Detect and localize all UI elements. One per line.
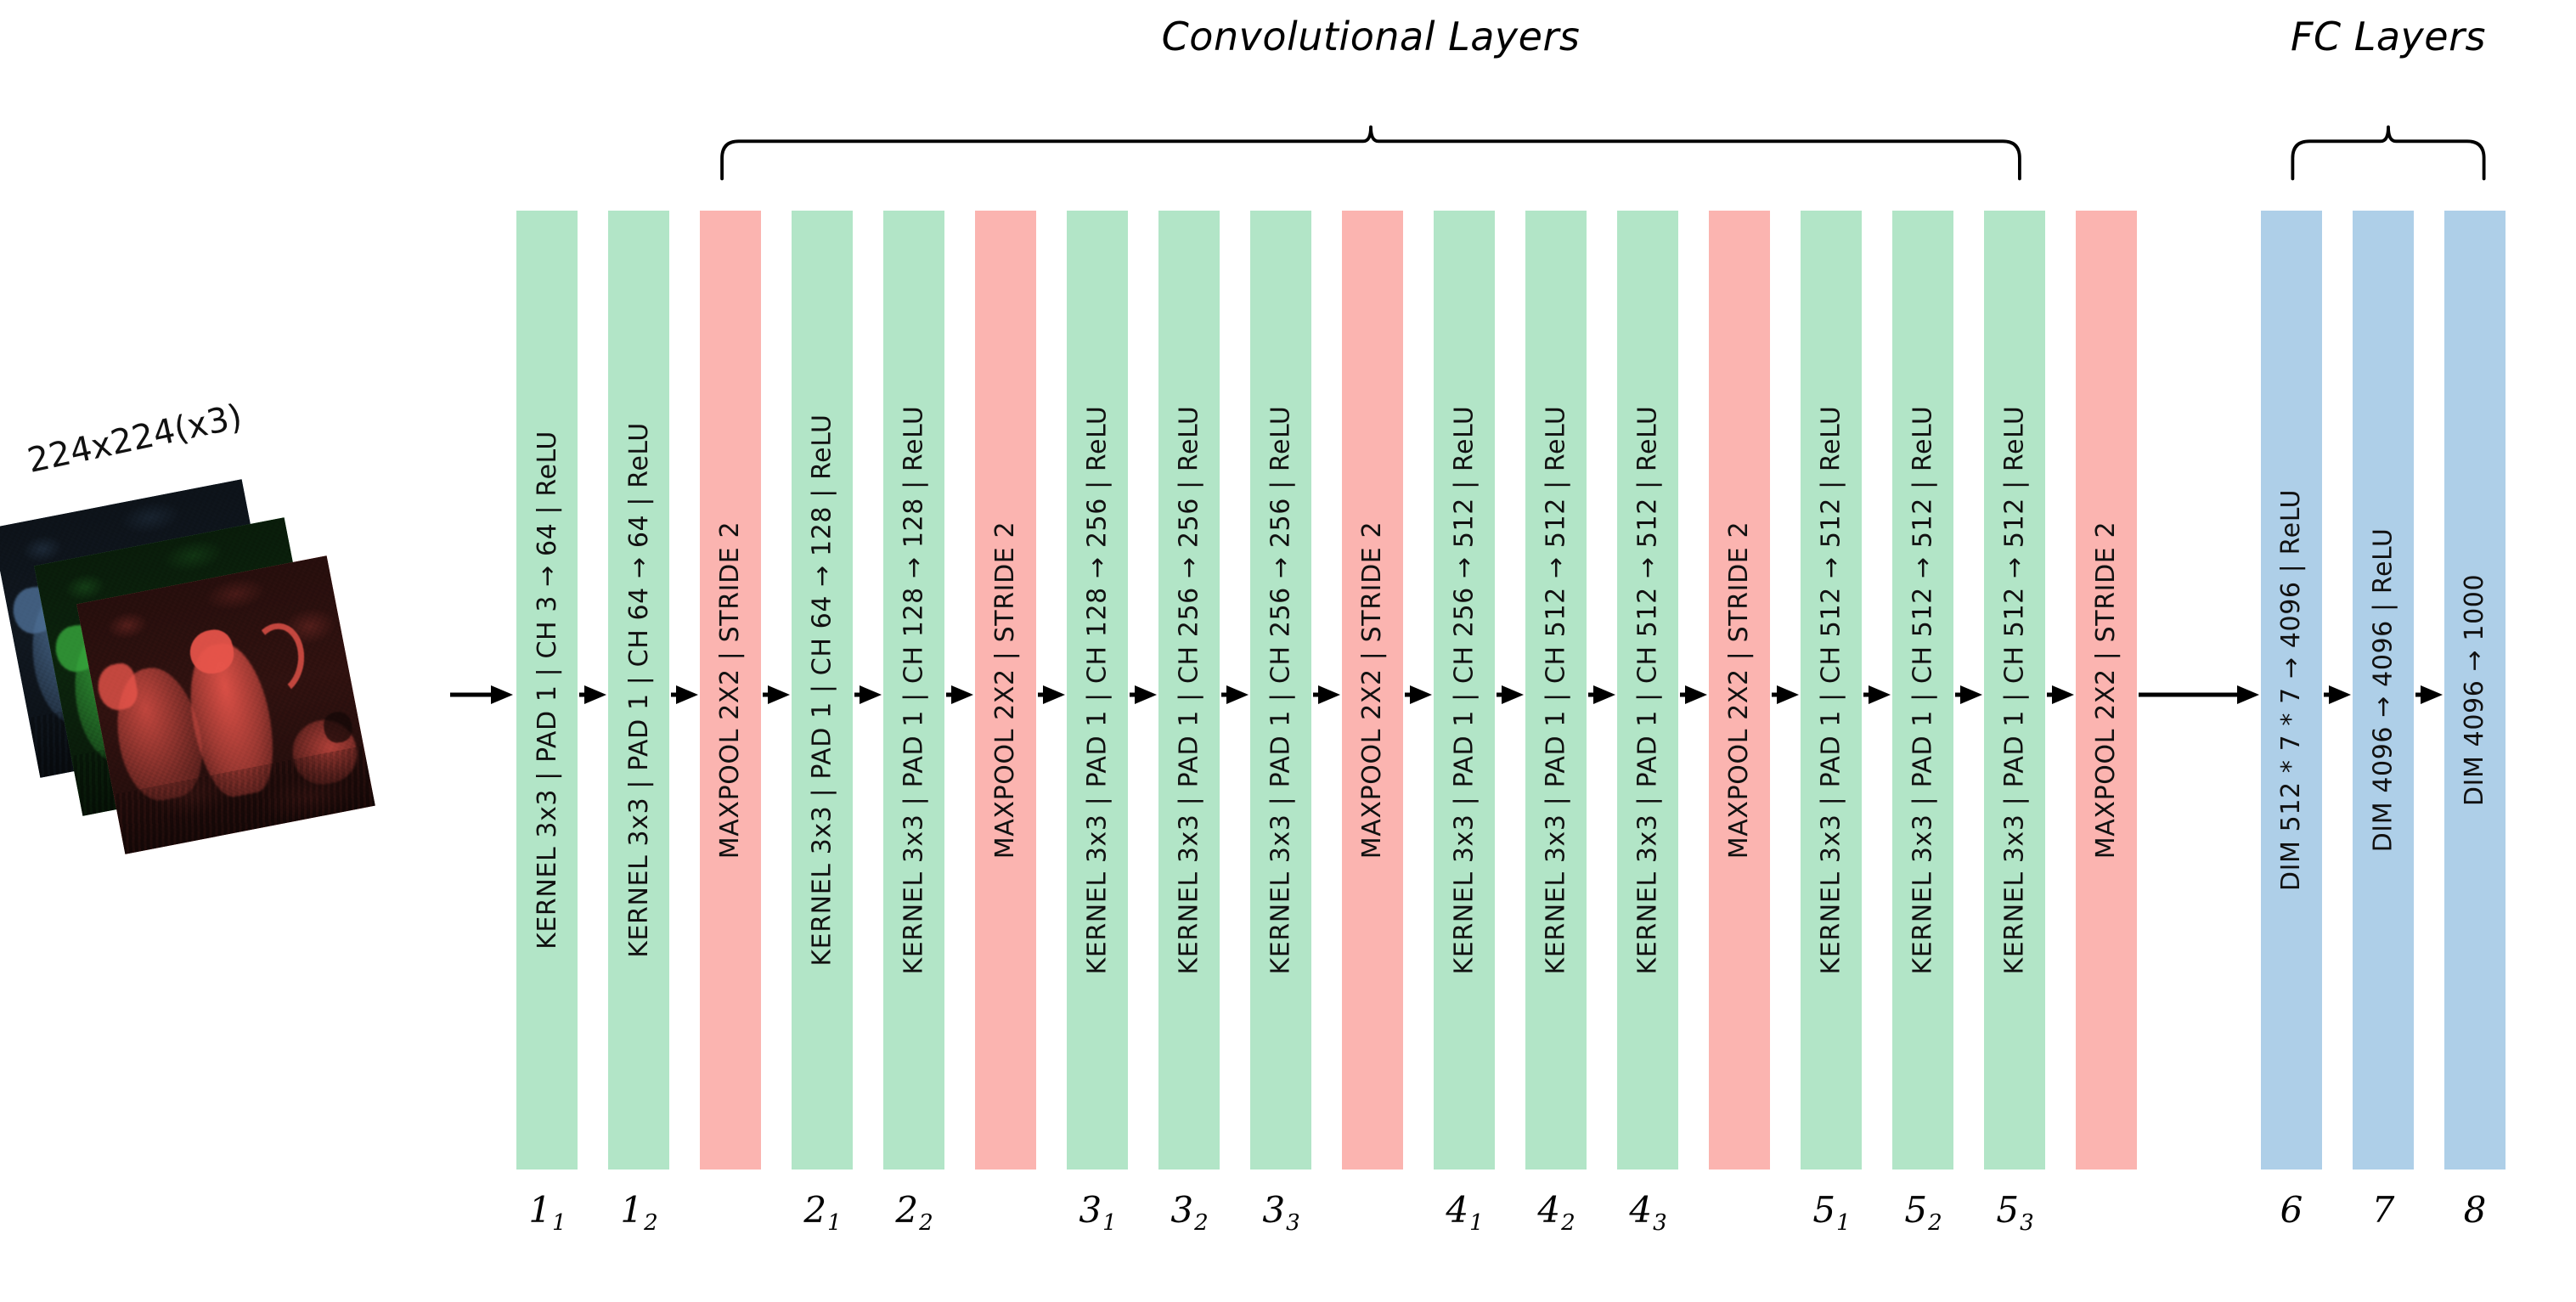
conv-3-1[interactable]: KERNEL 3x3 | PAD 1 | CH 128 → 256 | ReLU xyxy=(1067,211,1128,1170)
fc-layers-brace xyxy=(2261,123,2516,183)
arrow-conv-1-2-to-maxpool-1 xyxy=(671,685,698,705)
arrow-conv-4-2-to-conv-4-3 xyxy=(1588,685,1615,705)
conv-1-2-label: KERNEL 3x3 | PAD 1 | CH 64 → 64 | ReLU xyxy=(623,422,654,958)
fc-7[interactable]: DIM 4096 → 4096 | ReLU xyxy=(2353,211,2414,1170)
arrow-fc-6-to-fc-7 xyxy=(2324,685,2351,705)
maxpool-4[interactable]: MAXPOOL 2X2 | STRIDE 2 xyxy=(1709,211,1770,1170)
conv-5-3-label: KERNEL 3x3 | PAD 1 | CH 512 → 512 | ReLU xyxy=(1999,405,2030,975)
maxpool-1-label: MAXPOOL 2X2 | STRIDE 2 xyxy=(715,521,746,860)
conv-5-1[interactable]: KERNEL 3x3 | PAD 1 | CH 512 → 512 | ReLU xyxy=(1801,211,1862,1170)
conv-4-3-label: KERNEL 3x3 | PAD 1 | CH 512 → 512 | ReLU xyxy=(1632,405,1663,975)
input-size-label: 224x224(x3) xyxy=(24,397,246,481)
fc-6[interactable]: DIM 512 * 7 * 7 → 4096 | ReLU xyxy=(2261,211,2322,1170)
conv-1-1[interactable]: KERNEL 3x3 | PAD 1 | CH 3 → 64 | ReLU xyxy=(516,211,578,1170)
conv-2-2-label: KERNEL 3x3 | PAD 1 | CH 128 → 128 | ReLU xyxy=(899,405,929,975)
conv-5-2-label: KERNEL 3x3 | PAD 1 | CH 512 → 512 | ReLU xyxy=(1908,405,1938,975)
maxpool-2[interactable]: MAXPOOL 2X2 | STRIDE 2 xyxy=(975,211,1036,1170)
convolutional-layers-brace xyxy=(516,123,2225,183)
fc-8-label: DIM 4096 → 1000 xyxy=(2460,573,2490,807)
maxpool-4-label: MAXPOOL 2X2 | STRIDE 2 xyxy=(1724,521,1755,860)
arrow-fc-7-to-fc-8 xyxy=(2415,685,2443,705)
conv-1-1-label: KERNEL 3x3 | PAD 1 | CH 3 → 64 | ReLU xyxy=(532,431,562,950)
arrow-maxpool-3-to-conv-4-1 xyxy=(1405,685,1432,705)
arrow-conv-3-2-to-conv-3-3 xyxy=(1221,685,1249,705)
arrow-conv-2-1-to-conv-2-2 xyxy=(854,685,882,705)
conv-3-3-label: KERNEL 3x3 | PAD 1 | CH 256 → 256 | ReLU xyxy=(1265,405,1296,975)
conv-3-2-index: 32 xyxy=(1170,1189,1209,1237)
fc-6-label: DIM 512 * 7 * 7 → 4096 | ReLU xyxy=(2276,488,2307,892)
conv-5-1-index: 51 xyxy=(1812,1189,1851,1237)
fc-8[interactable]: DIM 4096 → 1000 xyxy=(2444,211,2506,1170)
conv-3-2[interactable]: KERNEL 3x3 | PAD 1 | CH 256 → 256 | ReLU xyxy=(1158,211,1220,1170)
arrow-conv-1-1-to-conv-1-2 xyxy=(579,685,606,705)
conv-4-2-index: 42 xyxy=(1537,1189,1575,1237)
conv-2-1[interactable]: KERNEL 3x3 | PAD 1 | CH 64 → 128 | ReLU xyxy=(792,211,853,1170)
arrow-maxpool-4-to-conv-5-1 xyxy=(1772,685,1799,705)
conv-1-2[interactable]: KERNEL 3x3 | PAD 1 | CH 64 → 64 | ReLU xyxy=(608,211,669,1170)
conv-3-3[interactable]: KERNEL 3x3 | PAD 1 | CH 256 → 256 | ReLU xyxy=(1250,211,1311,1170)
conv-4-3[interactable]: KERNEL 3x3 | PAD 1 | CH 512 → 512 | ReLU xyxy=(1617,211,1678,1170)
maxpool-3-label: MAXPOOL 2X2 | STRIDE 2 xyxy=(1357,521,1388,860)
conv-4-2[interactable]: KERNEL 3x3 | PAD 1 | CH 512 → 512 | ReLU xyxy=(1525,211,1587,1170)
fc-7-index: 7 xyxy=(2371,1189,2395,1231)
arrow-conv-2-2-to-maxpool-2 xyxy=(946,685,973,705)
conv-4-1-label: KERNEL 3x3 | PAD 1 | CH 256 → 512 | ReLU xyxy=(1449,405,1480,975)
arrow-conv-3-1-to-conv-3-2 xyxy=(1130,685,1157,705)
fc-7-label: DIM 4096 → 4096 | ReLU xyxy=(2368,527,2398,853)
arrow-maxpool-1-to-conv-2-1 xyxy=(763,685,790,705)
maxpool-5[interactable]: MAXPOOL 2X2 | STRIDE 2 xyxy=(2076,211,2137,1170)
conv-2-1-label: KERNEL 3x3 | PAD 1 | CH 64 → 128 | ReLU xyxy=(807,414,837,967)
maxpool-1[interactable]: MAXPOOL 2X2 | STRIDE 2 xyxy=(700,211,761,1170)
arrow-conv-3-3-to-maxpool-3 xyxy=(1313,685,1340,705)
input-image-stack xyxy=(0,479,406,875)
maxpool-3[interactable]: MAXPOOL 2X2 | STRIDE 2 xyxy=(1342,211,1403,1170)
conv-2-2-index: 22 xyxy=(895,1189,933,1237)
conv-3-2-label: KERNEL 3x3 | PAD 1 | CH 256 → 256 | ReLU xyxy=(1174,405,1204,975)
fc-layers-title: FC Layers xyxy=(2291,14,2486,59)
conv-5-2-index: 52 xyxy=(1904,1189,1942,1237)
maxpool-2-label: MAXPOOL 2X2 | STRIDE 2 xyxy=(990,521,1021,860)
conv-2-2[interactable]: KERNEL 3x3 | PAD 1 | CH 128 → 128 | ReLU xyxy=(883,211,944,1170)
input-red-channel-image xyxy=(76,555,375,854)
conv-3-1-index: 31 xyxy=(1079,1189,1117,1237)
maxpool-5-label: MAXPOOL 2X2 | STRIDE 2 xyxy=(2091,521,2122,860)
arrow-conv-5-2-to-conv-5-3 xyxy=(1955,685,1982,705)
conv-4-1[interactable]: KERNEL 3x3 | PAD 1 | CH 256 → 512 | ReLU xyxy=(1434,211,1495,1170)
conv-4-1-index: 41 xyxy=(1446,1189,1484,1237)
arrow-conv-5-3-to-maxpool-5 xyxy=(2047,685,2074,705)
convolutional-layers-title: Convolutional Layers xyxy=(1161,14,1581,59)
conv-3-3-index: 33 xyxy=(1262,1189,1300,1237)
arrow-maxpool-5-to-fc-6 xyxy=(2139,685,2259,705)
conv-4-3-index: 43 xyxy=(1629,1189,1667,1237)
conv-1-2-index: 12 xyxy=(620,1189,658,1237)
conv-5-1-label: KERNEL 3x3 | PAD 1 | CH 512 → 512 | ReLU xyxy=(1816,405,1846,975)
arrow-conv-5-1-to-conv-5-2 xyxy=(1863,685,1891,705)
input-arrow xyxy=(450,685,513,705)
conv-2-1-index: 21 xyxy=(803,1189,842,1237)
conv-5-3[interactable]: KERNEL 3x3 | PAD 1 | CH 512 → 512 | ReLU xyxy=(1984,211,2045,1170)
conv-1-1-index: 11 xyxy=(528,1189,566,1237)
conv-5-3-index: 53 xyxy=(1996,1189,2034,1237)
arrow-conv-4-3-to-maxpool-4 xyxy=(1680,685,1707,705)
conv-4-2-label: KERNEL 3x3 | PAD 1 | CH 512 → 512 | ReLU xyxy=(1541,405,1571,975)
fc-8-index: 8 xyxy=(2463,1189,2487,1231)
fc-6-index: 6 xyxy=(2280,1189,2303,1231)
arrow-maxpool-2-to-conv-3-1 xyxy=(1038,685,1065,705)
conv-5-2[interactable]: KERNEL 3x3 | PAD 1 | CH 512 → 512 | ReLU xyxy=(1892,211,1953,1170)
conv-3-1-label: KERNEL 3x3 | PAD 1 | CH 128 → 256 | ReLU xyxy=(1082,405,1113,975)
arrow-conv-4-1-to-conv-4-2 xyxy=(1497,685,1524,705)
